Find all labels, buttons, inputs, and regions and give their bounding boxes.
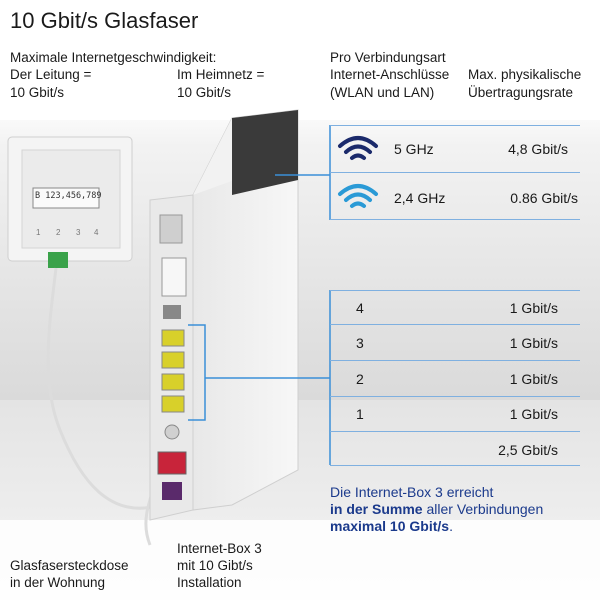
socket-port-2: 2 bbox=[56, 228, 61, 237]
wlan-rate-24ghz: 0.86 Gbit/s bbox=[510, 190, 578, 206]
wifi-5ghz-icon bbox=[338, 136, 378, 160]
lan-rate-2: 1 Gbit/s bbox=[509, 371, 558, 387]
home-speed-label: Im Heimnetz = bbox=[177, 67, 265, 82]
summary-bold-sum: in der Summe bbox=[330, 501, 423, 517]
box-label-line-3: Installation bbox=[177, 575, 242, 590]
socket-port-1: 1 bbox=[36, 228, 41, 237]
lan-port-4: 4 bbox=[356, 300, 364, 316]
header-connection-type: Pro Verbindungsart bbox=[330, 50, 446, 65]
wifi-24ghz-icon bbox=[338, 184, 378, 208]
header-wlan-lan: (WLAN und LAN) bbox=[330, 85, 435, 100]
box-label-line-1: Internet-Box 3 bbox=[177, 541, 262, 556]
fiber-socket bbox=[7, 136, 133, 268]
speed-heading: Maximale Internetgeschwindigkeit: bbox=[10, 50, 217, 65]
header-max-rate: Max. physikalische bbox=[468, 67, 582, 82]
line-speed-label: Der Leitung = bbox=[10, 67, 92, 82]
box-label-line-2: mit 10 Gibt/s bbox=[177, 558, 253, 573]
lan-rate-1: 1 Gbit/s bbox=[509, 406, 558, 422]
socket-port-3: 3 bbox=[76, 228, 81, 237]
lan-rate-3: 1 Gbit/s bbox=[509, 335, 558, 351]
socket-label-line-2: in der Wohnung bbox=[10, 575, 106, 590]
lan-port-3: 3 bbox=[356, 335, 364, 351]
line-speed-value: 10 Gbit/s bbox=[10, 85, 65, 100]
header-internet-connections: Internet-Anschlüsse bbox=[330, 67, 450, 82]
wlan-band-5ghz: 5 GHz bbox=[394, 141, 434, 157]
socket-id: B 123,456,789 bbox=[35, 191, 102, 201]
summary-bold-max: maximal 10 Gbit/s bbox=[330, 518, 450, 534]
summary-rest-3: . bbox=[449, 518, 453, 534]
header-transfer-rate: Übertragungsrate bbox=[468, 85, 574, 100]
lan-rate-4: 1 Gbit/s bbox=[509, 300, 558, 316]
lan-rate-25g: 2,5 Gbit/s bbox=[498, 442, 558, 458]
summary-line-3: maximal 10 Gbit/s. bbox=[330, 518, 453, 535]
home-speed-value: 10 Gbit/s bbox=[177, 85, 232, 100]
summary-line-2: in der Summe aller Verbindungen bbox=[330, 501, 543, 518]
page-title: 10 Gbit/s Glasfaser bbox=[10, 8, 199, 33]
router-internet-box-3 bbox=[149, 109, 299, 521]
wlan-band-24ghz: 2,4 GHz bbox=[394, 190, 446, 206]
socket-connector bbox=[48, 252, 68, 268]
socket-port-4: 4 bbox=[94, 228, 99, 237]
summary-rest-2: aller Verbindungen bbox=[422, 501, 544, 517]
summary-line-1: Die Internet-Box 3 erreicht bbox=[330, 484, 494, 500]
wlan-rate-5ghz: 4,8 Gbit/s bbox=[508, 141, 568, 157]
lan-port-1: 1 bbox=[356, 406, 364, 422]
socket-label-line-1: Glasfasersteckdose bbox=[10, 558, 129, 573]
lan-port-2: 2 bbox=[356, 371, 364, 387]
